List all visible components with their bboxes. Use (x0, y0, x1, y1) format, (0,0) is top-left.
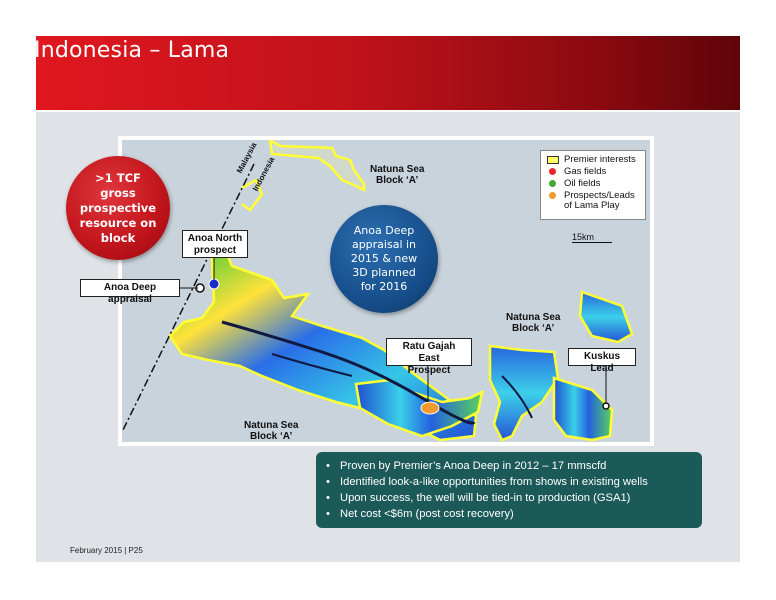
resource-line-4: resource on (79, 215, 157, 230)
anoa-north-line-1: Anoa North (187, 233, 243, 244)
map-legend: Premier interests Gas fields Oil fields … (540, 150, 646, 220)
fault-line-east (501, 375, 533, 419)
legend-swatch-premier (547, 156, 559, 164)
legend-label-premier: Premier interests (564, 154, 636, 165)
ratu-gajah-line-1: Ratu Gajah East (402, 341, 456, 364)
legend-row-prospects: Prospects/Leads of Lama Play (547, 191, 641, 211)
natuna-label-top-line1: Natuna Sea (370, 164, 425, 175)
ratu-gajah-line-2: Prospect (407, 365, 451, 376)
seismic-area-east (488, 344, 560, 442)
legend-label-prospects: Prospects/Leads of Lama Play (564, 190, 635, 211)
resource-line-2: gross (100, 185, 136, 200)
legend-label-oil: Oil fields (564, 178, 601, 189)
legend-swatch-prospects (549, 192, 556, 199)
scale-bar (572, 242, 612, 243)
natuna-label-right-line1: Natuna Sea (506, 312, 561, 323)
fault-line-main (221, 320, 476, 425)
appraisal-circle: Anoa Deep appraisal in 2015 & new 3D pla… (330, 205, 438, 313)
natuna-label-bottom: Natuna Sea Block ‘A’ (244, 420, 314, 442)
legend-label-gas: Gas fields (564, 166, 607, 177)
ratu-gajah-prospect-marker (420, 401, 440, 415)
scale-label: 15km (572, 232, 595, 242)
natuna-label-top-line2: Block ‘A’ (376, 175, 419, 186)
seismic-area-kuskus (552, 376, 614, 442)
kuskus-callout: Kuskus Lead (568, 348, 636, 374)
key-point-3: Upon success, the well will be tied-in t… (326, 490, 694, 506)
resource-circle: >1 TCF gross prospective resource on blo… (66, 156, 170, 260)
border-line (122, 163, 255, 433)
legend-row-oil: Oil fields (547, 179, 641, 189)
natuna-label-right: Natuna Sea Block ‘A’ (506, 312, 576, 334)
key-point-2: Identified look-a-like opportunities fro… (326, 474, 694, 490)
footer-date-page: February 2015 | P25 (70, 546, 143, 555)
legend-row-gas: Gas fields (547, 167, 641, 177)
anoa-north-line-2: prospect (193, 245, 237, 256)
appraisal-line-2: appraisal in (351, 238, 417, 251)
natuna-label-bottom-line1: Natuna Sea (244, 420, 299, 431)
natuna-label-bottom-line2: Block ‘A’ (250, 431, 293, 442)
title-bar (36, 36, 740, 110)
legend-row-premier: Premier interests (547, 155, 641, 165)
map-graphic (122, 140, 634, 442)
resource-line-3: prospective (79, 200, 157, 215)
resource-line-1: >1 TCF (95, 170, 141, 185)
appraisal-line-3: 2015 & new (350, 252, 418, 265)
natuna-label-top: Natuna Sea Block ‘A’ (370, 164, 440, 186)
fault-line-secondary (271, 353, 353, 377)
anoa-deep-callout: Anoa Deep appraisal (80, 279, 180, 305)
natuna-label-right-line2: Block ‘A’ (512, 323, 555, 334)
appraisal-line-4: 3D planned (352, 266, 416, 279)
legend-swatch-oil (549, 180, 556, 187)
key-points-box: Proven by Premier’s Anoa Deep in 2012 – … (316, 452, 702, 528)
anoa-north-callout: Anoa North prospect (182, 230, 248, 258)
appraisal-line-5: for 2016 (360, 280, 408, 293)
legend-swatch-gas (549, 168, 556, 175)
anoa-north-marker (208, 278, 220, 290)
appraisal-line-1: Anoa Deep (353, 224, 415, 237)
page-title: Indonesia – Lama (34, 38, 230, 63)
resource-line-5: block (100, 230, 136, 245)
ratu-gajah-callout: Ratu Gajah East Prospect (386, 338, 472, 376)
key-point-1: Proven by Premier’s Anoa Deep in 2012 – … (326, 458, 694, 474)
seismic-area-northeast (578, 290, 634, 344)
key-point-4: Net cost <$6m (post cost recovery) (326, 506, 694, 522)
block-outline-small (241, 178, 264, 212)
block-outline-north (268, 140, 366, 193)
key-points-list: Proven by Premier’s Anoa Deep in 2012 – … (326, 458, 694, 522)
